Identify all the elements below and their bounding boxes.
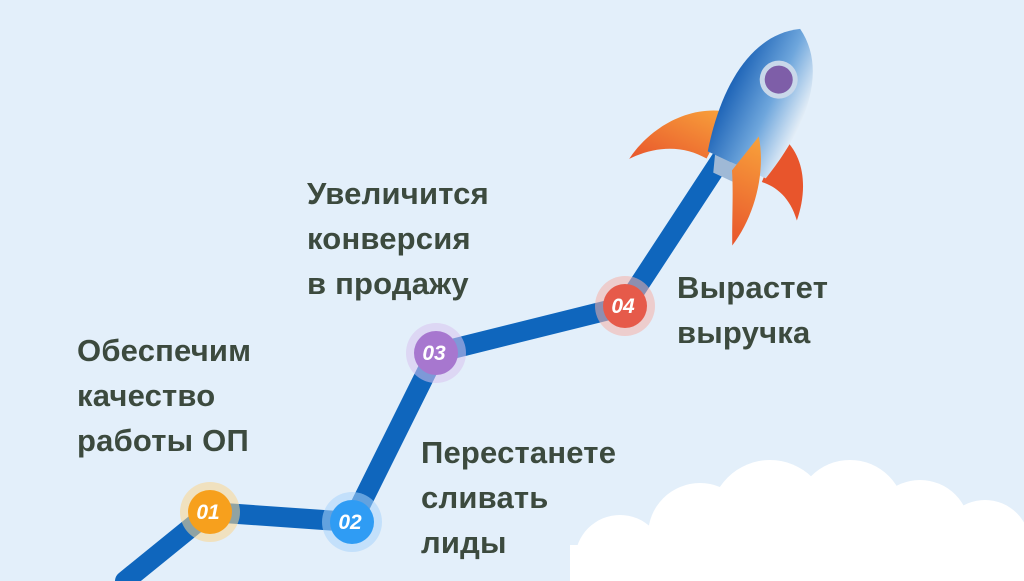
step-label-line: в продажу <box>307 266 469 301</box>
step-marker-01: 01 <box>180 482 240 542</box>
step-label-line: Обеспечим <box>77 333 252 368</box>
step-number: 03 <box>422 342 446 365</box>
step-number: 02 <box>338 511 362 534</box>
step-dot <box>330 500 374 544</box>
step-dot <box>188 490 232 534</box>
step-label-line: Увеличится <box>307 176 489 211</box>
step-dot <box>414 331 458 375</box>
step-label-04: Вырастет выручка <box>677 265 828 355</box>
step-label-line: выручка <box>677 315 811 350</box>
step-label-03: Увеличится конверсия в продажу <box>307 171 489 306</box>
step-label-02: Перестанете сливать лиды <box>421 430 616 565</box>
rocket-icon <box>629 28 813 246</box>
step-label-line: сливать <box>421 480 549 515</box>
step-marker-02: 02 <box>322 492 382 552</box>
cloud-icon <box>570 460 1024 581</box>
step-marker-03: 03 <box>406 323 466 383</box>
step-label-line: качество <box>77 378 216 413</box>
step-number: 04 <box>611 295 635 318</box>
step-label-line: Вырастет <box>677 270 829 305</box>
step-dot <box>603 284 647 328</box>
step-label-line: работы ОП <box>77 423 249 458</box>
step-label-line: конверсия <box>307 221 471 256</box>
step-marker-04: 04 <box>595 276 655 336</box>
step-number: 01 <box>196 501 219 524</box>
step-label-line: лиды <box>421 525 507 560</box>
step-label-line: Перестанете <box>421 435 617 470</box>
step-label-01: Обеспечим качество работы ОП <box>77 328 251 463</box>
